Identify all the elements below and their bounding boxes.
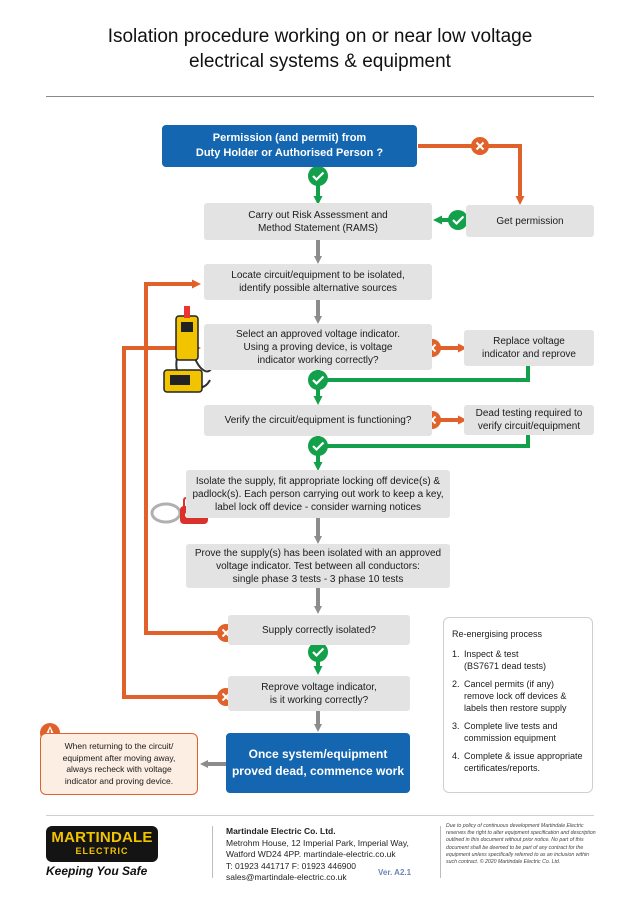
page-title: Isolation procedure working on or near l… <box>0 24 640 74</box>
footer-divider <box>46 815 594 816</box>
step-text: certificates/reports. <box>464 763 541 773</box>
reenergising-step: 1. Inspect & test (BS7671 dead tests) <box>452 648 584 672</box>
isolate-line-1: Isolate the supply, fit appropriate lock… <box>195 475 441 487</box>
prove-line-1: Prove the supply(s) has been isolated wi… <box>194 547 442 559</box>
reprove-line-2: is it working correctly? <box>269 694 369 706</box>
verify-label: Verify the circuit/equipment is function… <box>224 415 412 426</box>
footer-separator <box>212 826 213 878</box>
warning-line-3: always recheck with voltage <box>66 764 172 774</box>
reenergising-heading: Re-energising process <box>452 629 543 639</box>
locate-box: Locate circuit/equipment to be isolated,… <box>204 264 432 300</box>
select-line-3: indicator working correctly? <box>257 354 379 366</box>
dead-testing-line-2: verify circuit/equipment <box>477 421 581 432</box>
company-name: Martindale Electric Co. Ltd. <box>226 826 336 836</box>
yes-badges <box>308 166 468 662</box>
policy-disclaimer: Due to policy of continuous development … <box>446 823 596 866</box>
dead-testing-line-1: Dead testing required to <box>475 408 583 419</box>
martindale-logo: MARTINDALE ELECTRIC <box>46 826 158 862</box>
company-phone: T: 01923 441717 F: 01923 446900 <box>226 860 356 871</box>
select-line-2: Using a proving device, is voltage <box>243 341 393 353</box>
step-number: 4. <box>452 751 460 761</box>
recheck-warning-note: When returning to the circuit/ equipment… <box>40 733 198 795</box>
logo-wordmark: MARTINDALE <box>51 829 153 846</box>
permission-line-2: Duty Holder or Authorised Person ? <box>195 147 384 159</box>
logo-subword: ELECTRIC <box>75 846 129 856</box>
step-arrows <box>200 240 322 768</box>
prove-line-2: voltage indicator. Test between all cond… <box>216 560 420 572</box>
get-permission-box: Get permission <box>466 205 594 237</box>
replace-line-1: Replace voltage <box>493 336 565 347</box>
warning-line-1: When returning to the circuit/ <box>64 741 174 751</box>
rams-line-2: Method Statement (RAMS) <box>257 222 379 234</box>
locate-line-2: identify possible alternative sources <box>239 283 397 294</box>
select-line-1: Select an approved voltage indicator. <box>236 328 400 340</box>
step-text: remove lock off devices & <box>464 691 567 701</box>
permission-line-1: Permission (and permit) from <box>212 132 367 144</box>
step-number: 3. <box>452 721 460 731</box>
locate-line-1: Locate circuit/equipment to be isolated, <box>231 270 405 281</box>
dead-testing-box: Dead testing required to verify circuit/… <box>464 405 594 435</box>
isolate-line-3: label lock off device - consider warning… <box>214 501 422 513</box>
final-line-2: proved dead, commence work <box>231 764 405 778</box>
title-divider <box>46 96 594 97</box>
reenergising-panel: Re-energising process 1. Inspect & test (… <box>443 617 593 793</box>
reprove-box: Reprove voltage indicator, is it working… <box>228 676 410 711</box>
company-details: Martindale Electric Co. Ltd. Metrohm Hou… <box>226 826 409 884</box>
reprove-line-1: Reprove voltage indicator, <box>261 681 377 693</box>
select-indicator-box: Select an approved voltage indicator. Us… <box>204 324 432 370</box>
commence-work-box: Once system/equipment proved dead, comme… <box>226 733 410 793</box>
reenergising-step: 4. Complete & issue appropriate certifica… <box>452 750 584 774</box>
reenergising-step: 2. Cancel permits (if any) remove lock of… <box>452 678 584 714</box>
step-text: labels then restore supply <box>464 703 567 713</box>
prove-box: Prove the supply(s) has been isolated wi… <box>186 544 450 588</box>
title-line-2: electrical systems & equipment <box>189 51 451 72</box>
warning-line-2: equipment after moving away, <box>62 752 176 763</box>
footer-separator <box>440 826 441 878</box>
permission-box: Permission (and permit) from Duty Holder… <box>162 125 417 167</box>
replace-indicator-box: Replace voltage indicator and reprove <box>464 330 594 366</box>
title-line-1: Isolation procedure working on or near l… <box>107 26 533 47</box>
step-text: Cancel permits (if any) <box>464 679 555 689</box>
step-text: Complete & issue appropriate <box>464 751 583 761</box>
step-text: commission equipment <box>464 733 557 743</box>
step-number: 1. <box>452 649 460 659</box>
prove-line-3: single phase 3 tests - 3 phase 10 tests <box>232 573 404 585</box>
isolate-box: Isolate the supply, fit appropriate lock… <box>186 470 450 518</box>
voltage-indicator-illustration <box>163 306 213 393</box>
verify-box: Verify the circuit/equipment is function… <box>204 405 432 436</box>
tagline: Keeping You Safe <box>46 864 148 878</box>
rams-box: Carry out Risk Assessment and Method Sta… <box>204 203 432 240</box>
step-text: Inspect & test <box>464 649 519 659</box>
no-arrows <box>122 144 525 699</box>
replace-line-2: indicator and reprove <box>482 349 576 360</box>
warning-line-4: indicator and proving device. <box>64 775 174 786</box>
supply-isolated-box: Supply correctly isolated? <box>228 615 410 645</box>
step-text: Complete live tests and <box>464 721 558 731</box>
supply-isolated-label: Supply correctly isolated? <box>262 624 376 636</box>
company-email: sales@martindale-electric.co.uk <box>226 872 347 882</box>
step-text: (BS7671 dead tests) <box>464 661 547 671</box>
rams-line-1: Carry out Risk Assessment and <box>248 209 388 221</box>
version-label: Ver. A2.1 <box>378 868 412 877</box>
step-number: 2. <box>452 679 460 689</box>
reenergising-step: 3. Complete live tests and commission equ… <box>452 720 584 744</box>
isolate-line-2: padlock(s). Each person carrying out wor… <box>192 488 444 500</box>
get-permission-label: Get permission <box>496 215 564 227</box>
company-address-2: Watford WD24 4PP. martindale-electric.co… <box>226 849 396 859</box>
company-address-1: Metrohm House, 12 Imperial Park, Imperia… <box>226 837 409 848</box>
final-line-1: Once system/equipment <box>248 747 388 761</box>
